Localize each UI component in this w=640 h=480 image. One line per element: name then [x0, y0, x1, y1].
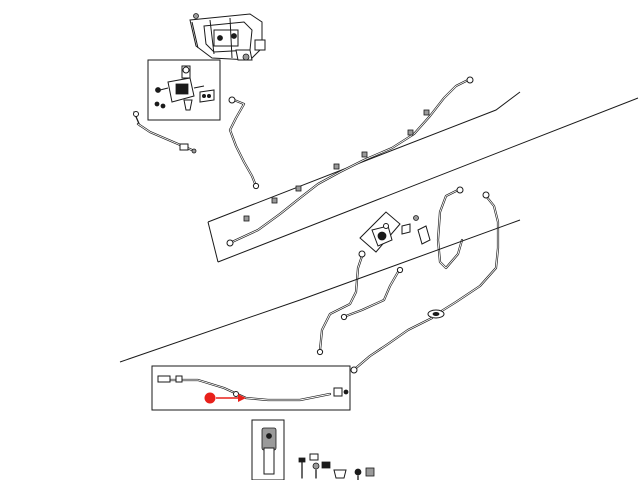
master-cylinder-bracket-assembly [189, 13, 266, 61]
highlight-callout[interactable] [204, 392, 247, 404]
main-brake-line [226, 76, 474, 247]
lower-panel-edge [119, 219, 521, 363]
brake-line-detail-box [151, 365, 351, 411]
sleeve-detail-box [251, 419, 285, 480]
callout-marker[interactable] [204, 392, 216, 404]
bracket-cable [133, 111, 197, 154]
front-brake-line [228, 96, 260, 190]
abs-module-detail [147, 59, 221, 121]
fasteners-row [298, 453, 375, 480]
chassis-panel-outline [207, 91, 639, 263]
rear-junction-block [359, 211, 431, 253]
rear-brake-lines [316, 186, 500, 374]
callout-arrow-head [238, 394, 246, 402]
